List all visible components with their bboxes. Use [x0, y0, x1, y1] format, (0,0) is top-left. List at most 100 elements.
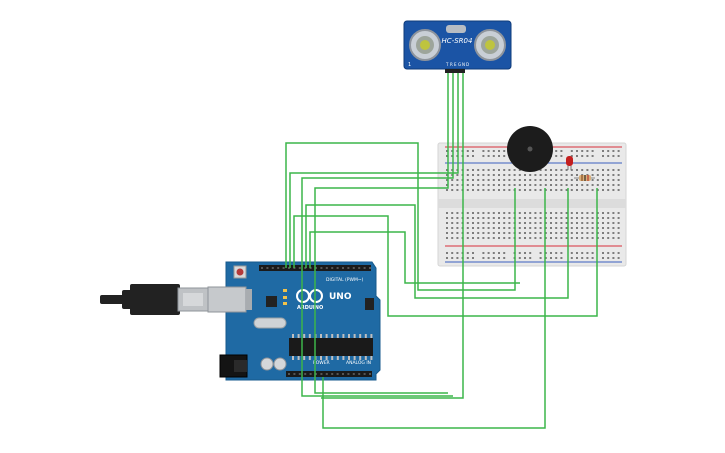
hole: [446, 222, 448, 224]
hole: [544, 212, 547, 214]
hole: [555, 217, 558, 219]
hole: [498, 227, 500, 229]
hole: [596, 169, 599, 171]
hole: [560, 222, 563, 224]
hole: [508, 189, 511, 191]
hole: [607, 155, 610, 157]
hole: [617, 217, 620, 219]
hole: [565, 227, 568, 229]
hole: [503, 237, 506, 239]
hole: [508, 184, 511, 186]
power-analog-header[interactable]: [286, 371, 372, 377]
hole: [596, 227, 599, 229]
hole: [342, 373, 344, 375]
hole: [492, 174, 495, 176]
hole: [591, 189, 594, 191]
hole: [607, 227, 610, 229]
hole: [560, 212, 563, 214]
hole: [456, 222, 459, 224]
hole: [524, 237, 526, 239]
hole: [560, 217, 563, 219]
hole: [602, 257, 604, 259]
hole: [347, 267, 350, 269]
arduino-uno-board[interactable]: DIGITAL (PWM~) POWER ANALOG IN UNO ARDUI: [207, 261, 381, 381]
hole: [534, 237, 537, 239]
hole: [482, 217, 485, 219]
hole: [612, 217, 615, 219]
hole: [524, 212, 526, 214]
hole: [477, 237, 480, 239]
hole: [612, 227, 615, 229]
hole: [596, 174, 599, 176]
hole: [560, 174, 563, 176]
hole: [331, 334, 334, 338]
hole: [612, 252, 615, 254]
hole: [586, 212, 589, 214]
hole: [498, 237, 500, 239]
hole: [369, 373, 371, 375]
hole: [539, 222, 542, 224]
hole: [336, 356, 339, 360]
hole: [498, 252, 500, 254]
hole: [492, 179, 495, 181]
hole: [518, 222, 521, 224]
hole: [544, 179, 547, 181]
hole: [336, 334, 339, 338]
usb-port[interactable]: [207, 286, 247, 313]
led-icon[interactable]: [566, 156, 573, 170]
hole: [555, 237, 558, 239]
hole: [363, 373, 366, 375]
led-l: [283, 289, 287, 292]
hole: [456, 227, 459, 229]
hole: [342, 334, 345, 338]
hole: [524, 184, 526, 186]
hole: [529, 252, 532, 254]
hole: [498, 184, 500, 186]
hole: [570, 252, 573, 254]
hole: [466, 179, 469, 181]
hole: [539, 189, 542, 191]
hole: [456, 217, 459, 219]
hole: [544, 189, 547, 191]
hole: [466, 184, 469, 186]
hole: [472, 169, 474, 171]
hole: [586, 150, 589, 152]
hole: [331, 267, 334, 269]
hole: [498, 212, 500, 214]
hole: [472, 184, 474, 186]
hole: [359, 334, 362, 338]
hole: [550, 179, 552, 181]
hole: [602, 179, 604, 181]
hole: [534, 179, 537, 181]
hole: [576, 227, 578, 229]
hole: [320, 267, 323, 269]
hole: [539, 227, 542, 229]
hole: [565, 169, 568, 171]
hole: [261, 267, 263, 269]
digital-header-pins: [261, 267, 371, 269]
hole: [466, 252, 469, 254]
hole: [617, 169, 620, 171]
hole: [586, 232, 589, 234]
hole: [607, 257, 610, 259]
hole: [570, 227, 573, 229]
hole: [565, 232, 568, 234]
usb-cable-icon[interactable]: [100, 284, 209, 315]
hole: [607, 222, 610, 224]
hole: [529, 179, 532, 181]
hole: [544, 237, 547, 239]
hole: [446, 155, 448, 157]
hole: [477, 169, 480, 171]
hole: [534, 222, 537, 224]
resistor-icon[interactable]: [574, 175, 595, 181]
hole: [446, 232, 448, 234]
hole: [529, 212, 532, 214]
hole: [466, 222, 469, 224]
hole: [596, 232, 599, 234]
hole: [508, 169, 511, 171]
hole: [607, 217, 610, 219]
hole: [565, 189, 568, 191]
ultrasonic-sensor[interactable]: HC-SR04 1 T R E G N D: [403, 20, 512, 73]
buzzer-icon[interactable]: [507, 126, 553, 172]
